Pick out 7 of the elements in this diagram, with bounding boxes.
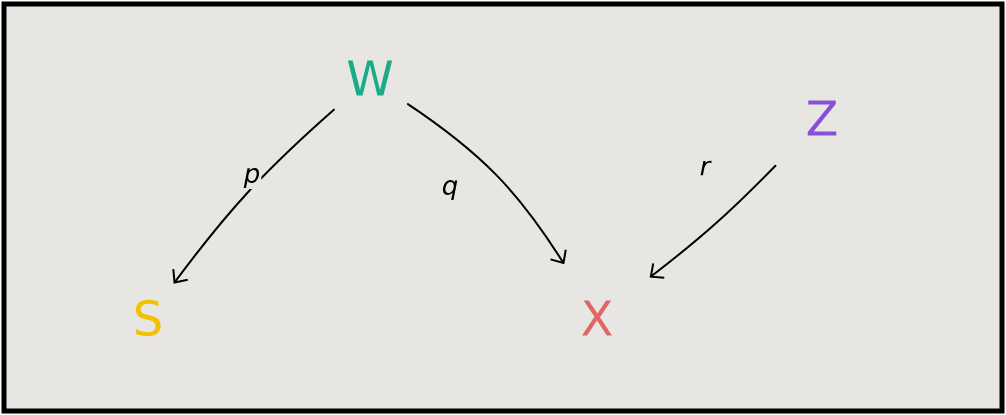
arrow bbox=[649, 164, 777, 279]
variable-label: W bbox=[347, 60, 393, 96]
arrow bbox=[406, 103, 567, 265]
variable-label: S bbox=[135, 299, 161, 337]
variable-label: Z bbox=[807, 100, 837, 136]
variable-label: X bbox=[582, 300, 612, 336]
arrow bbox=[172, 108, 335, 284]
